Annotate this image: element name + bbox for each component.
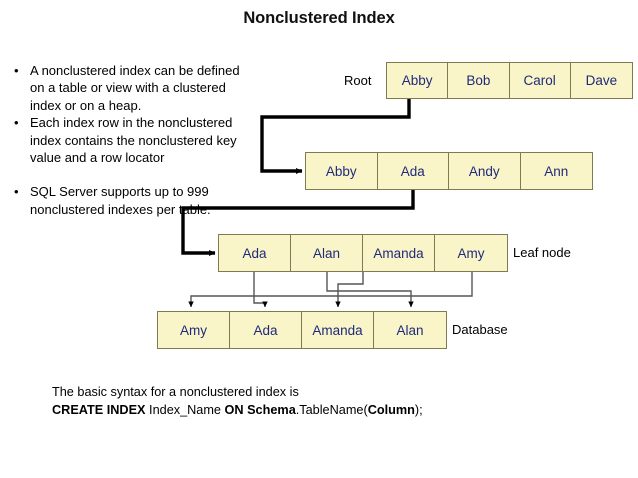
table-cell: Amanda bbox=[302, 312, 374, 348]
table-cell: Abby bbox=[387, 63, 449, 98]
syntax-token: Index_Name bbox=[145, 403, 225, 417]
syntax-line-1: The basic syntax for a nonclustered inde… bbox=[52, 385, 299, 399]
bullet-list: • A nonclustered index can be defined on… bbox=[10, 62, 240, 218]
table-cell: Dave bbox=[585, 73, 618, 88]
bullet-text: A nonclustered index can be defined on a… bbox=[30, 63, 240, 113]
list-item: • A nonclustered index can be defined on… bbox=[10, 62, 240, 114]
table-cell: Ada bbox=[219, 235, 291, 271]
syntax-token: Column bbox=[367, 403, 415, 417]
syntax-token: ON Schema bbox=[224, 403, 296, 417]
syntax-block: The basic syntax for a nonclustered inde… bbox=[52, 383, 522, 419]
table-cell: Bob bbox=[448, 63, 510, 98]
label-database: Database bbox=[452, 322, 508, 337]
bullet-text: SQL Server supports up to 999 noncluster… bbox=[30, 184, 211, 217]
syntax-token: CREATE INDEX bbox=[52, 403, 146, 417]
index-row-leaf: Ada Alan Amanda Amy bbox=[218, 234, 508, 272]
table-cell: Ann bbox=[544, 163, 569, 179]
syntax-token: .TableName( bbox=[295, 403, 368, 417]
bullet-marker: • bbox=[14, 63, 19, 78]
bullet-marker: • bbox=[14, 115, 19, 131]
bullet-text: Each index row in the nonclustered index… bbox=[30, 115, 237, 166]
bullet-marker: • bbox=[14, 184, 19, 200]
table-cell: Amy bbox=[457, 245, 485, 261]
table-cell: Alan bbox=[396, 322, 424, 338]
table-cell: Abby bbox=[306, 153, 378, 189]
label-root: Root bbox=[344, 73, 372, 88]
page-title: Nonclustered Index bbox=[243, 9, 395, 27]
table-cell: Amy bbox=[158, 312, 230, 348]
table-cell: Alan bbox=[291, 235, 363, 271]
list-item: • Each index row in the nonclustered ind… bbox=[10, 114, 240, 166]
syntax-token: ); bbox=[414, 403, 423, 417]
table-cell: Ada bbox=[230, 312, 302, 348]
index-row-database: Amy Ada Amanda Alan bbox=[157, 311, 447, 349]
table-cell: Amanda bbox=[363, 235, 435, 271]
list-item: • SQL Server supports up to 999 nonclust… bbox=[10, 183, 240, 218]
table-cell: Carol bbox=[510, 63, 571, 98]
index-row-root: Abby Bob Carol Dave bbox=[386, 62, 633, 99]
label-leaf-node: Leaf node bbox=[513, 245, 571, 260]
index-row-intermediate: Abby Ada Andy Ann bbox=[305, 152, 593, 190]
table-cell: Andy bbox=[449, 153, 521, 189]
bullet-spacer bbox=[10, 166, 240, 183]
syntax-line-2: CREATE INDEX Index_Name ON Schema.TableN… bbox=[52, 401, 522, 419]
table-cell: Ada bbox=[378, 153, 449, 189]
